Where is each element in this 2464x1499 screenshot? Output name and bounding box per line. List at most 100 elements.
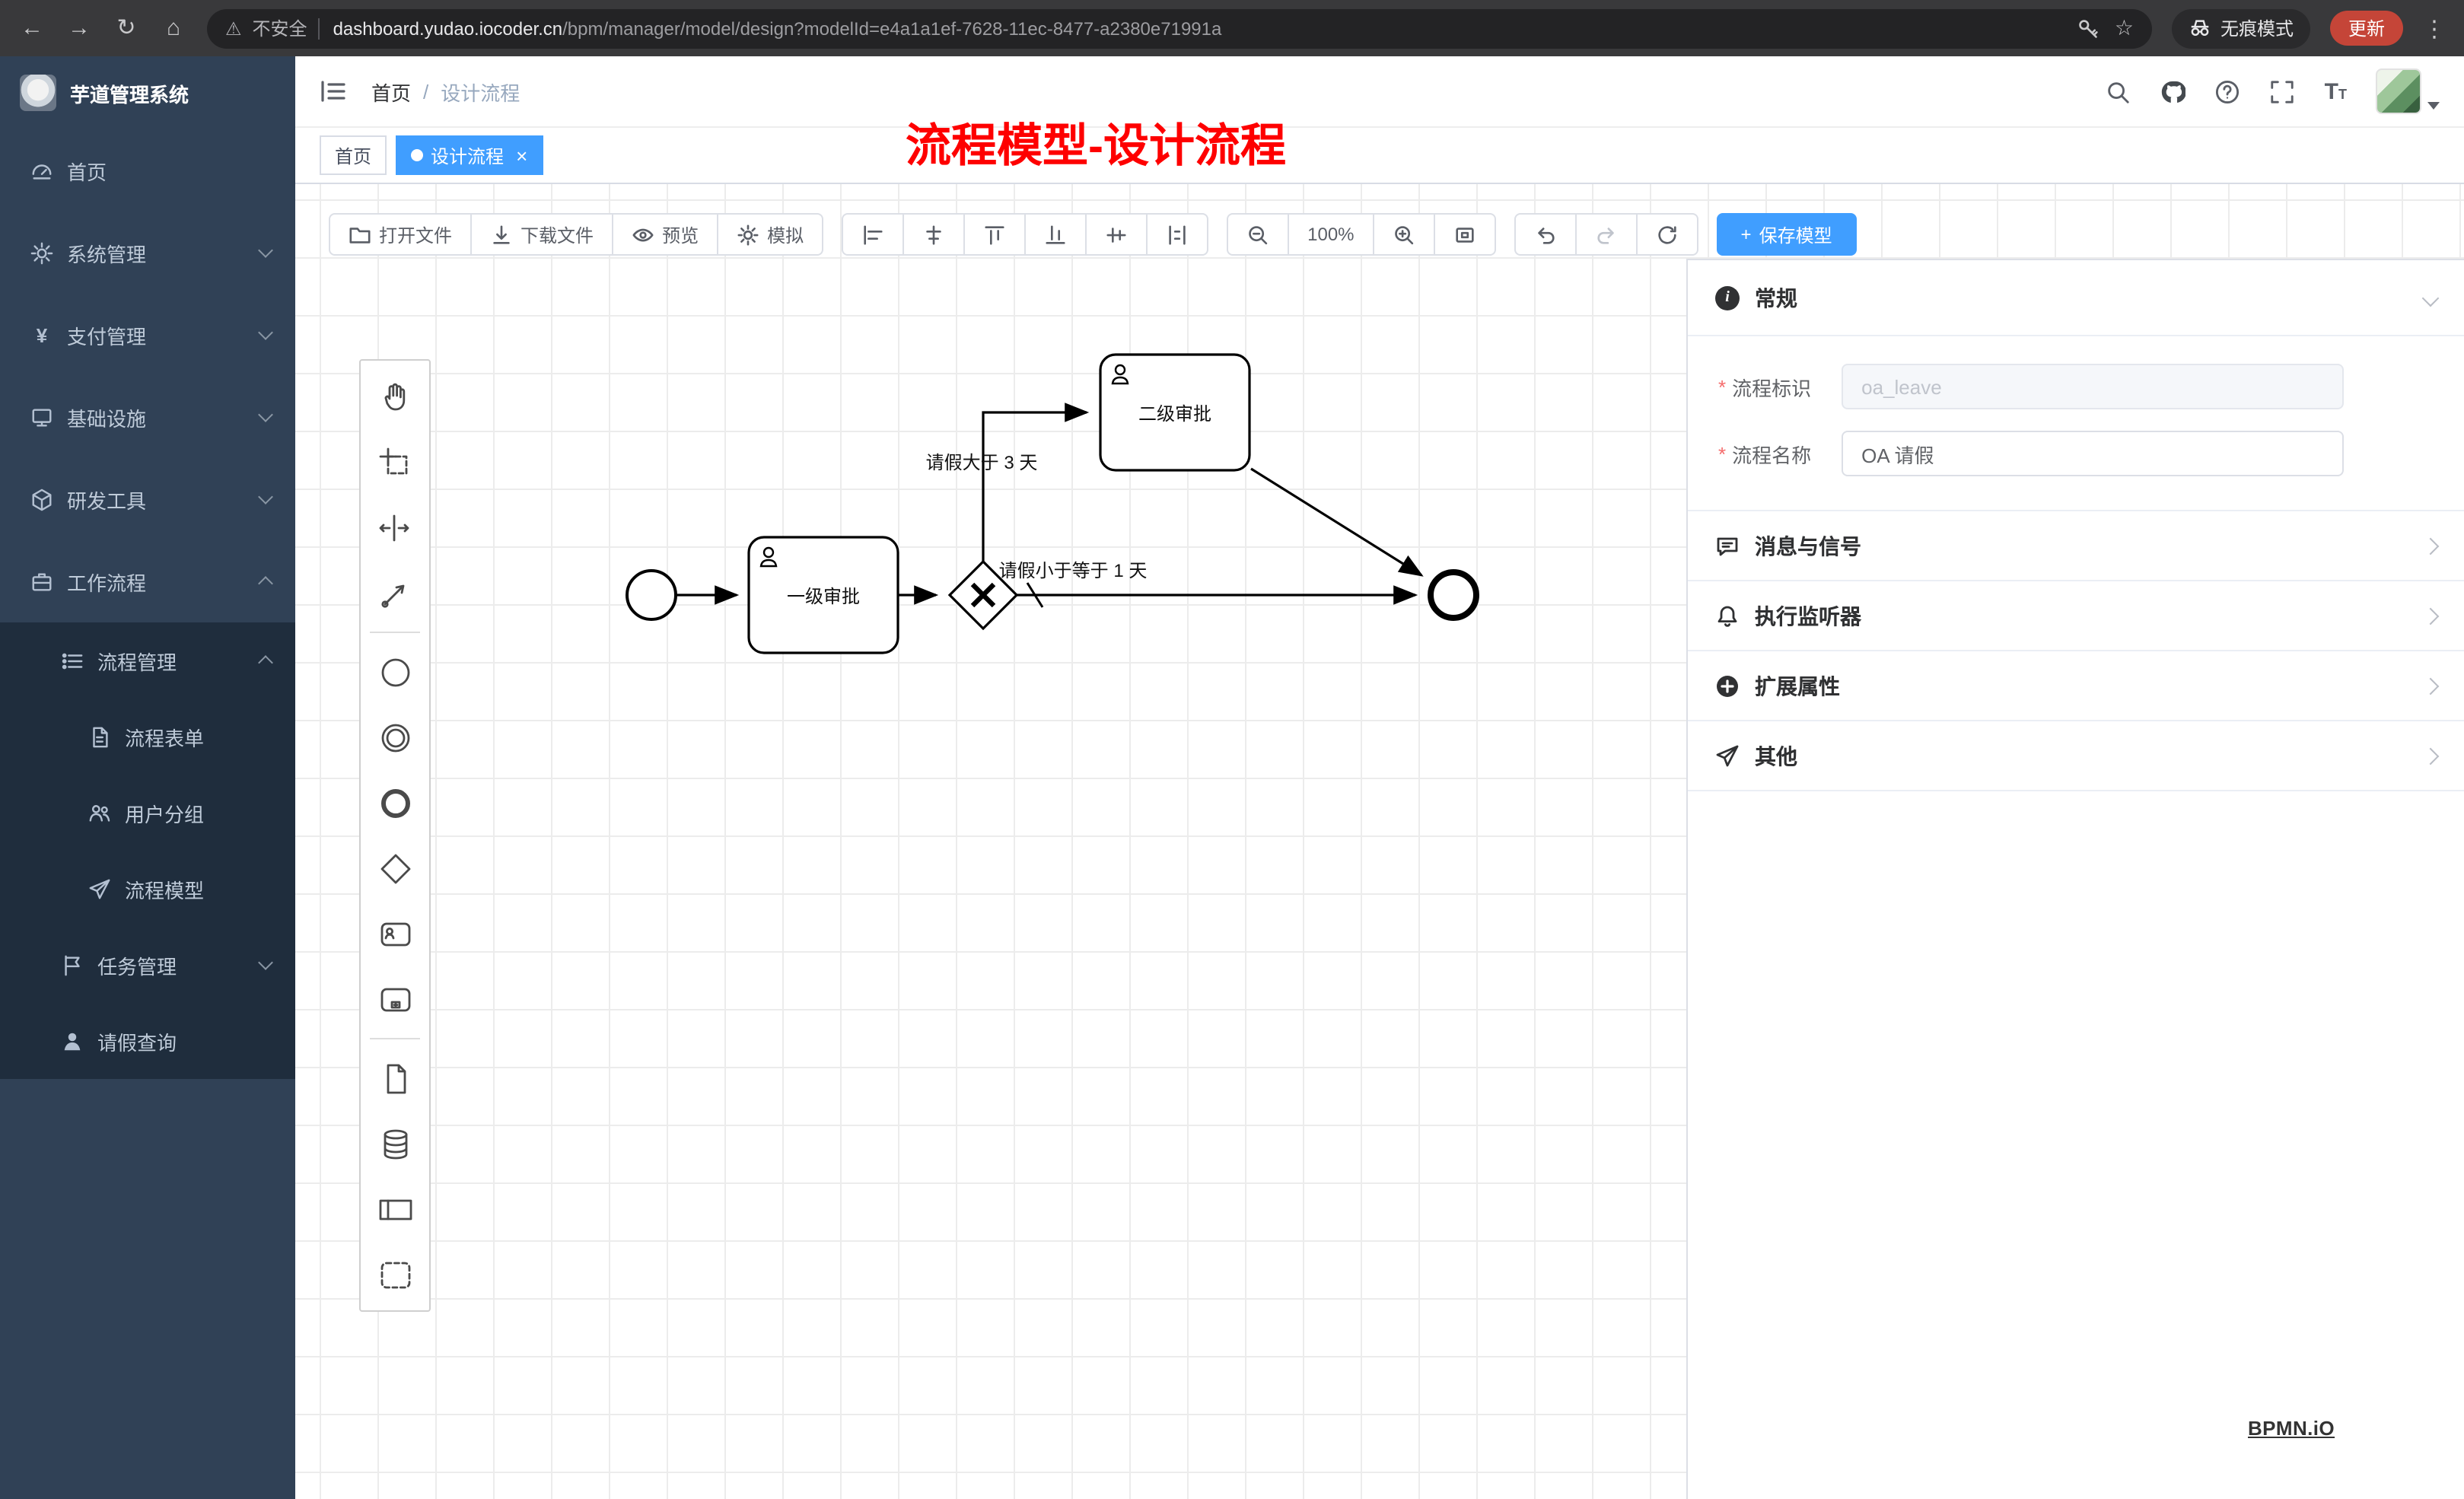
download-file-button[interactable]: 下载文件	[472, 213, 614, 256]
create-subprocess[interactable]	[361, 966, 429, 1032]
user-task-level1[interactable]: 一级审批	[747, 536, 899, 654]
redo-button[interactable]	[1576, 213, 1638, 256]
hamburger-icon[interactable]	[320, 78, 347, 105]
message-icon	[1717, 536, 1738, 555]
exclusive-gateway[interactable]	[947, 559, 1019, 631]
fullscreen-icon[interactable]	[2270, 78, 2296, 104]
app-logo[interactable]: 芋道管理系统	[0, 56, 295, 129]
search-icon[interactable]	[2106, 78, 2131, 104]
create-data-object[interactable]	[361, 1045, 429, 1111]
bpmn-io-logo[interactable]: BPMN.iO	[2248, 1417, 2335, 1440]
user-task-level2[interactable]: 二级审批	[1099, 353, 1251, 472]
create-start-event[interactable]	[361, 639, 429, 705]
sidebar-item-user-group[interactable]: 用户分组	[0, 775, 295, 851]
chevron-right-icon	[2421, 676, 2440, 695]
sidebar-item-label: 基础设施	[67, 407, 147, 430]
sidebar-item-label: 首页	[67, 161, 107, 183]
home-icon[interactable]: ⌂	[166, 15, 181, 41]
bookmark-star-icon[interactable]: ☆	[2114, 15, 2134, 40]
align-top-button[interactable]	[965, 213, 1027, 256]
properties-panel: i 常规 * 流程标识 * 流程名称	[1686, 259, 2464, 1499]
sidebar-item-dashboard[interactable]: 首页	[0, 129, 295, 212]
github-icon[interactable]	[2160, 78, 2186, 104]
sidebar-item-system[interactable]: 系统管理	[0, 212, 295, 294]
avatar[interactable]	[2376, 68, 2421, 114]
process-name-input[interactable]	[1842, 431, 2345, 476]
flow-gateway-to-task2[interactable]	[982, 403, 1090, 562]
chevron-down-icon	[258, 407, 273, 422]
key-icon[interactable]	[2078, 18, 2099, 39]
sidebar-item-leave-query[interactable]: 请假查询	[0, 1003, 295, 1079]
tab-design-process[interactable]: 设计流程 ×	[396, 135, 543, 175]
zoom-out-button[interactable]	[1227, 213, 1290, 256]
user-icon	[759, 546, 778, 568]
zoom-in-button[interactable]	[1374, 213, 1435, 256]
panel-section-other[interactable]: 其他	[1688, 721, 2464, 791]
create-intermediate-event[interactable]	[361, 705, 429, 770]
zoom-reset-button[interactable]	[1434, 213, 1496, 256]
sidebar-item-process-management[interactable]: 流程管理	[0, 622, 295, 699]
align-center-button[interactable]	[904, 213, 966, 256]
align-top-icon	[985, 225, 1004, 244]
sidebar-item-payment[interactable]: ¥ 支付管理	[0, 294, 295, 376]
panel-section-extended-attributes[interactable]: 扩展属性	[1688, 651, 2464, 721]
preview-button[interactable]: 预览	[613, 213, 719, 256]
process-key-input[interactable]	[1842, 364, 2345, 409]
browser-menu-icon[interactable]: ⋮	[2423, 16, 2446, 42]
align-left-button[interactable]	[842, 213, 905, 256]
hand-tool[interactable]	[361, 364, 429, 429]
zoom-level-button[interactable]: 100%	[1289, 213, 1374, 256]
create-end-event[interactable]	[361, 770, 429, 835]
browser-chrome: ← → ↻ ⌂ ⚠ 不安全 dashboard.yudao.iocoder.cn…	[0, 0, 2464, 56]
close-icon[interactable]: ×	[516, 144, 528, 167]
gateway-icon	[380, 853, 410, 883]
create-participant[interactable]	[361, 1176, 429, 1242]
breadcrumb-home[interactable]: 首页	[371, 81, 412, 104]
create-user-task[interactable]	[361, 901, 429, 966]
create-group[interactable]	[361, 1242, 429, 1307]
security-label[interactable]: 不安全	[252, 18, 307, 40]
back-icon[interactable]: ←	[21, 15, 43, 41]
panel-section-message-signal[interactable]: 消息与信号	[1688, 511, 2464, 581]
url-text[interactable]: dashboard.yudao.iocoder.cn/bpm/manager/m…	[317, 18, 2068, 39]
bpmn-canvas[interactable]: 一级审批 二级审批	[295, 184, 1686, 1499]
simulate-button[interactable]: 模拟	[718, 213, 824, 256]
sidebar-item-workflow[interactable]: 工作流程	[0, 540, 295, 622]
sidebar-item-process-model[interactable]: 流程模型	[0, 851, 295, 927]
chevron-down-icon	[258, 955, 273, 970]
sidebar-item-devtools[interactable]: 研发工具	[0, 458, 295, 540]
help-icon[interactable]	[2215, 78, 2241, 104]
space-tool[interactable]	[361, 495, 429, 560]
open-file-button[interactable]: 打开文件	[329, 213, 473, 256]
start-event[interactable]	[626, 569, 677, 621]
undo-button[interactable]	[1514, 213, 1577, 256]
circle-plus-icon	[1717, 675, 1738, 696]
forward-icon[interactable]: →	[68, 15, 91, 41]
flow-label-le1[interactable]: 请假小于等于 1 天	[999, 561, 1148, 581]
browser-update-button[interactable]: 更新	[2329, 11, 2403, 46]
address-bar[interactable]: ⚠ 不安全 dashboard.yudao.iocoder.cn/bpm/man…	[207, 8, 2152, 48]
create-gateway[interactable]	[361, 835, 429, 901]
distribute-button[interactable]	[1148, 213, 1209, 256]
tab-home[interactable]: 首页	[320, 135, 387, 175]
sidebar-item-process-form[interactable]: 流程表单	[0, 699, 295, 775]
reload-icon[interactable]: ↻	[116, 15, 136, 41]
align-middle-button[interactable]	[1087, 213, 1148, 256]
flow-task2-to-end[interactable]	[1250, 467, 1424, 577]
lasso-tool[interactable]	[361, 429, 429, 495]
align-bottom-button[interactable]	[1026, 213, 1087, 256]
save-model-button[interactable]: + 保存模型	[1716, 213, 1857, 256]
end-event[interactable]	[1428, 569, 1479, 621]
create-data-store[interactable]	[361, 1111, 429, 1176]
flow-label-gt3[interactable]: 请假大于 3 天	[926, 453, 1038, 473]
global-connect-tool[interactable]	[361, 560, 429, 625]
panel-section-general[interactable]: i 常规	[1688, 260, 2464, 336]
restart-button[interactable]	[1637, 213, 1698, 256]
panel-section-execution-listener[interactable]: 执行监听器	[1688, 581, 2464, 651]
eye-icon	[632, 228, 654, 241]
user-menu[interactable]	[2376, 68, 2440, 114]
sidebar-item-infrastructure[interactable]: 基础设施	[0, 376, 295, 458]
sidebar-item-task-management[interactable]: 任务管理	[0, 927, 295, 1003]
